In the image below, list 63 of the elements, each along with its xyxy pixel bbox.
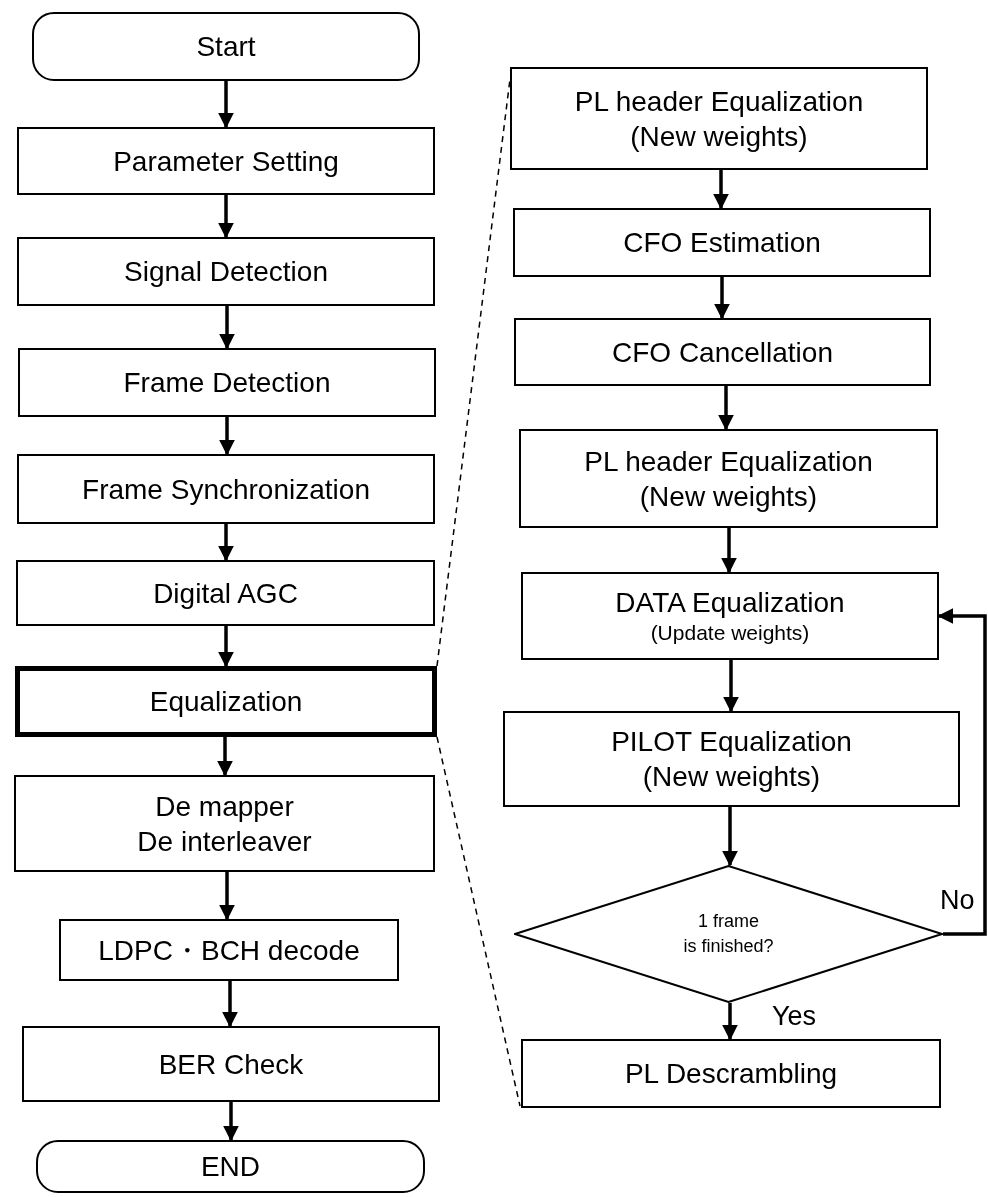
arrow — [219, 417, 235, 456]
arrow — [218, 81, 234, 129]
step-label: (New weights) — [630, 119, 808, 154]
arrow — [722, 807, 738, 867]
arrow — [219, 872, 235, 921]
arrow — [218, 626, 234, 668]
process-box — [514, 318, 931, 386]
arrow — [222, 981, 238, 1028]
step-label: Start — [196, 30, 256, 64]
process-box — [521, 1039, 941, 1108]
step-label: Signal Detection — [124, 255, 328, 289]
step-label: Digital AGC — [153, 576, 298, 611]
step-label: CFO Cancellation — [612, 335, 833, 370]
process-box — [503, 711, 960, 807]
step-label: PILOT Equalization — [611, 725, 852, 759]
step-label: DATA Equalization — [615, 586, 845, 621]
arrow — [723, 660, 739, 713]
arrow — [219, 306, 235, 350]
step-label: PL Descrambling — [624, 1057, 838, 1091]
step-label: END — [200, 1150, 261, 1184]
process-box — [17, 454, 435, 524]
step-label: (New weights) — [642, 760, 821, 794]
step-label: PL header Equalization — [574, 84, 864, 119]
decision-diamond — [514, 865, 943, 1003]
arrow — [714, 277, 730, 320]
step-label: LDPC・BCH decode — [98, 933, 360, 968]
process-box — [510, 67, 928, 170]
arrow — [218, 524, 234, 562]
process-box — [16, 560, 435, 626]
process-box — [521, 572, 939, 660]
dashed-line — [436, 736, 521, 1107]
step-label: (New weights) — [639, 479, 818, 514]
process-box — [15, 666, 437, 737]
dashed-line — [436, 78, 511, 667]
terminal-box — [32, 12, 420, 81]
step-label: Equalization — [149, 685, 303, 719]
process-box — [513, 208, 931, 277]
step-label: De interleaver — [137, 824, 312, 859]
process-box — [14, 775, 435, 872]
arrow — [217, 737, 233, 777]
step-label: (Update weights) — [650, 620, 810, 647]
step-label: CFO Estimation — [623, 226, 821, 260]
process-box — [18, 348, 436, 417]
step-label: is finished? — [683, 935, 774, 958]
step-label: De mapper — [155, 789, 294, 824]
arrow — [722, 1003, 738, 1041]
process-box — [22, 1026, 440, 1102]
step-label: BER Check — [158, 1047, 304, 1082]
arrow — [223, 1102, 239, 1142]
arrow — [713, 170, 729, 210]
step-label: Frame Synchronization — [82, 472, 370, 507]
process-box — [17, 127, 435, 195]
process-box — [519, 429, 938, 528]
terminal-box — [36, 1140, 425, 1193]
step-label: Parameter Setting — [113, 144, 339, 179]
process-box — [59, 919, 399, 981]
step-label: PL header Equalization — [584, 444, 873, 479]
arrow — [218, 195, 234, 239]
step-label: 1 frame — [698, 910, 759, 934]
arrow — [718, 386, 734, 431]
step-label: Frame Detection — [123, 366, 331, 400]
arrow — [721, 528, 737, 574]
process-box — [17, 237, 435, 306]
